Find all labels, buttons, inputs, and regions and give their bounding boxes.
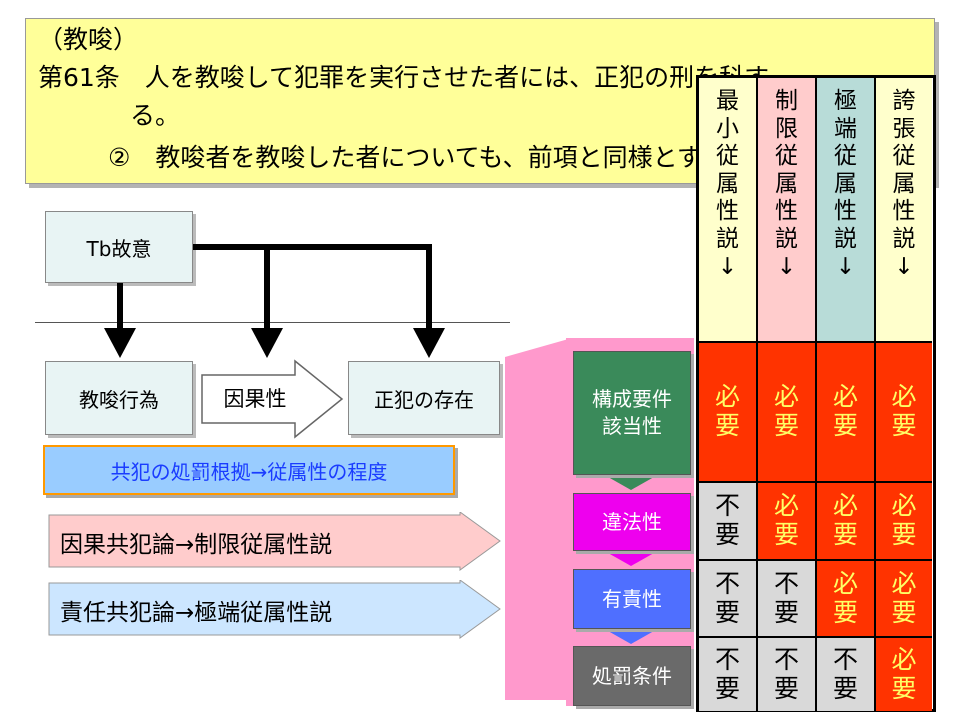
stage-punishment-conditions: 処罰条件 (573, 646, 691, 706)
statute-article: 第61条 人を教唆して犯罪を実行させた者には、正犯の刑を科す (38, 63, 770, 92)
causation-arrow (201, 359, 344, 439)
table-cell-r2-c4: 必要 (876, 483, 932, 561)
connector-horizontal (193, 244, 432, 250)
table-cell-r2-c1: 不要 (699, 483, 758, 561)
table-cell-r2-c3: 必要 (817, 483, 876, 561)
principal-existence-box: 正犯の存在 (348, 361, 500, 435)
stage-illegality: 違法性 (573, 493, 691, 551)
table-cell-r3-c2: 不要 (758, 561, 817, 638)
table-cell-r4-c4: 必要 (876, 638, 932, 711)
table-cell-r1-c3: 必要 (817, 343, 876, 483)
statute-heading: （教唆） (38, 25, 139, 54)
stage-culpability: 有責性 (573, 569, 691, 629)
table-cell-r4-c3: 不要 (817, 638, 876, 711)
causation-label: 因果性 (223, 387, 287, 411)
causation-arrow-shape (201, 359, 344, 439)
punishment-basis-box: 共犯の処罰根拠→従属性の程度 (43, 445, 455, 495)
causal-theory-arrow (48, 512, 501, 571)
table-header-2: 制限従属性説↓ (758, 78, 817, 343)
causal-theory-arrow-shape (48, 512, 501, 571)
table-header-3: 極端従属性説↓ (817, 78, 876, 343)
stage-label: 違法性 (602, 509, 662, 534)
stage-triangle-1 (601, 473, 661, 490)
stage-label: 有責性 (602, 586, 662, 611)
stage-triangle-2 (601, 549, 661, 566)
connector-to-principal (426, 247, 432, 331)
causal-theory-label: 因果共犯論→制限従属性説 (60, 532, 333, 558)
separator-line (35, 322, 510, 323)
connector-to-act (117, 283, 123, 331)
stage-constituent-elements: 構成要件 該当性 (573, 351, 691, 475)
arrowhead-act (104, 328, 136, 358)
table-cell-r4-c2: 不要 (758, 638, 817, 711)
arrowhead-principal (413, 328, 445, 358)
responsibility-theory-label: 責任共犯論→極端従属性説 (60, 600, 333, 626)
table-cell-r4-c1: 不要 (699, 638, 758, 711)
table-header-1: 最小従属性説↓ (699, 78, 758, 343)
table-cell-r1-c2: 必要 (758, 343, 817, 483)
table-header-text: 制限従属性説↓ (775, 88, 798, 280)
stage-triangle-3 (601, 627, 661, 644)
table-cell-r3-c3: 必要 (817, 561, 876, 638)
table-cell-r1-c1: 必要 (699, 343, 758, 483)
pink-connector (505, 338, 572, 700)
accessory-theory-table: 最小従属性説↓制限従属性説↓極端従属性説↓誇張従属性説↓必要必要必要必要不要必要… (696, 75, 936, 712)
arrowhead-causation (251, 328, 283, 358)
instigation-act-box: 教唆行為 (45, 361, 193, 435)
stage-label: 構成要件 該当性 (592, 387, 672, 438)
table-header-4: 誇張従属性説↓ (876, 78, 932, 343)
stage-label: 処罰条件 (592, 663, 672, 688)
tb-intent-box: Tb故意 (45, 211, 193, 283)
table-header-text: 最小従属性説↓ (716, 88, 739, 280)
connector-to-causation (264, 247, 270, 331)
table-cell-r2-c2: 必要 (758, 483, 817, 561)
table-header-text: 極端従属性説↓ (834, 88, 857, 280)
table-cell-r3-c1: 不要 (699, 561, 758, 638)
table-cell-r3-c4: 必要 (876, 561, 932, 638)
responsibility-theory-arrow-shape (48, 580, 501, 639)
table-header-text: 誇張従属性説↓ (892, 88, 916, 280)
responsibility-theory-arrow (48, 580, 501, 639)
table-cell-r1-c4: 必要 (876, 343, 932, 483)
statute-paragraph-2: ② 教唆者を教唆した者についても、前項と同様とする。 (108, 143, 752, 172)
statute-continuation: る。 (130, 101, 181, 130)
